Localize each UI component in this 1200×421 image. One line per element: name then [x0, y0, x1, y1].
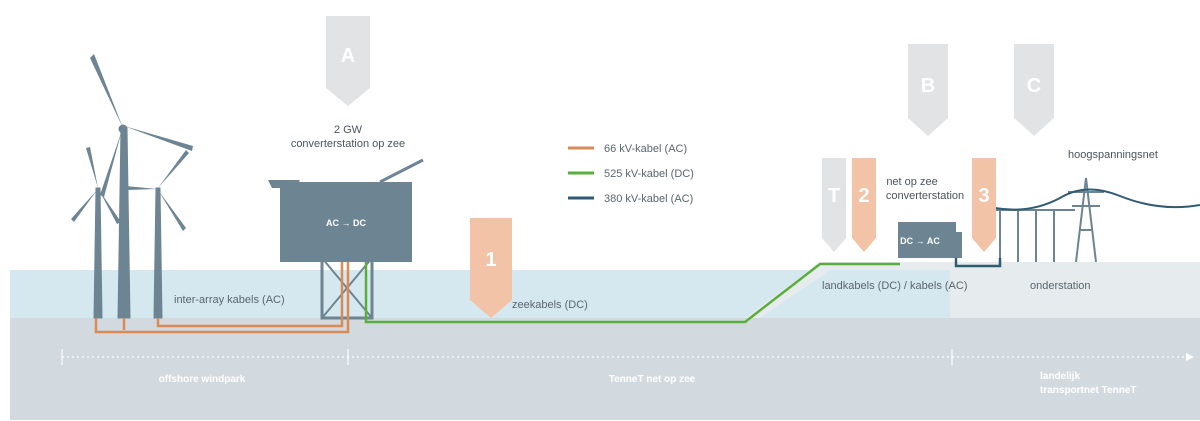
converter-box-label: AC → DC [326, 218, 366, 228]
sea-cables-label: zeekabels (DC) [512, 299, 588, 311]
inter-array-label: inter-array kabels (AC) [174, 294, 285, 306]
marker-a [326, 16, 370, 106]
seabed [10, 318, 1200, 420]
marker-b [908, 44, 948, 136]
onshore-converter-station: DC → AC [898, 222, 962, 258]
legend: 66 kV-kabel (AC) 525 kV-kabel (DC) 380 k… [568, 143, 694, 205]
converter-sea-capacity: 2 GW [334, 124, 363, 136]
turbine-hub [118, 124, 128, 134]
substation-label: onderstation [1030, 280, 1091, 292]
marker-2-label: 2 [858, 185, 869, 207]
land-cables-label: landkabels (DC) / kabels (AC) [822, 280, 968, 292]
land-surface [950, 262, 1200, 318]
platform-crane [379, 158, 424, 184]
converter-sea-name: converterstation op zee [291, 138, 405, 150]
turbine-blade [126, 186, 157, 190]
wind-turbines [71, 54, 193, 319]
turbine-blade [100, 130, 122, 197]
offshore-converter-station: AC → DC [268, 158, 424, 320]
helideck [268, 180, 300, 188]
marker-b-label: B [921, 75, 935, 97]
turbine-tower [153, 187, 163, 319]
marker-c-label: C [1027, 75, 1041, 97]
land-converter-name-1: net op zee [886, 176, 937, 188]
turbine-blade [71, 190, 97, 222]
land-converter-name-2: converterstation [886, 190, 964, 202]
marker-2 [852, 158, 876, 252]
turbine-blade [158, 150, 189, 188]
zone-national-label-2: transportnet TenneT [1040, 385, 1136, 396]
marker-c [1014, 44, 1054, 136]
overhead-line [994, 188, 1200, 211]
sky-background [0, 0, 1200, 270]
turbine-blade [90, 54, 123, 128]
cable-380kv [954, 258, 1002, 268]
marker-3 [972, 158, 996, 252]
legend-label-525kv: 525 kV-kabel (DC) [604, 168, 694, 180]
zone-offshore-label: offshore windpark [159, 374, 246, 385]
zone-dimension-line [61, 349, 1194, 365]
marker-a-label: A [341, 45, 355, 67]
turbine-blade [99, 190, 121, 224]
turbine-tower [93, 187, 103, 319]
land-converter-box-label: DC → AC [900, 236, 940, 246]
zone-tennet-sea-label: TenneT net op zee [609, 374, 696, 385]
marker-t [822, 158, 846, 252]
marker-t-label: T [828, 185, 840, 207]
legend-label-380kv: 380 kV-kabel (AC) [604, 193, 693, 205]
turbine-blade [86, 147, 98, 188]
marker-1 [470, 218, 512, 318]
turbine-blade [158, 190, 186, 231]
zone-national-label-1: landelijk [1040, 371, 1080, 382]
turbine-blade [124, 126, 193, 151]
converter-platform [280, 182, 412, 262]
cable-66kv [94, 262, 350, 334]
cable-525kv [364, 262, 900, 324]
marker-3-label: 3 [978, 185, 989, 207]
legend-label-66kv: 66 kV-kabel (AC) [604, 143, 687, 155]
marker-1-label: 1 [485, 249, 496, 271]
high-voltage-grid-label: hoogspanningsnet [1068, 149, 1158, 161]
